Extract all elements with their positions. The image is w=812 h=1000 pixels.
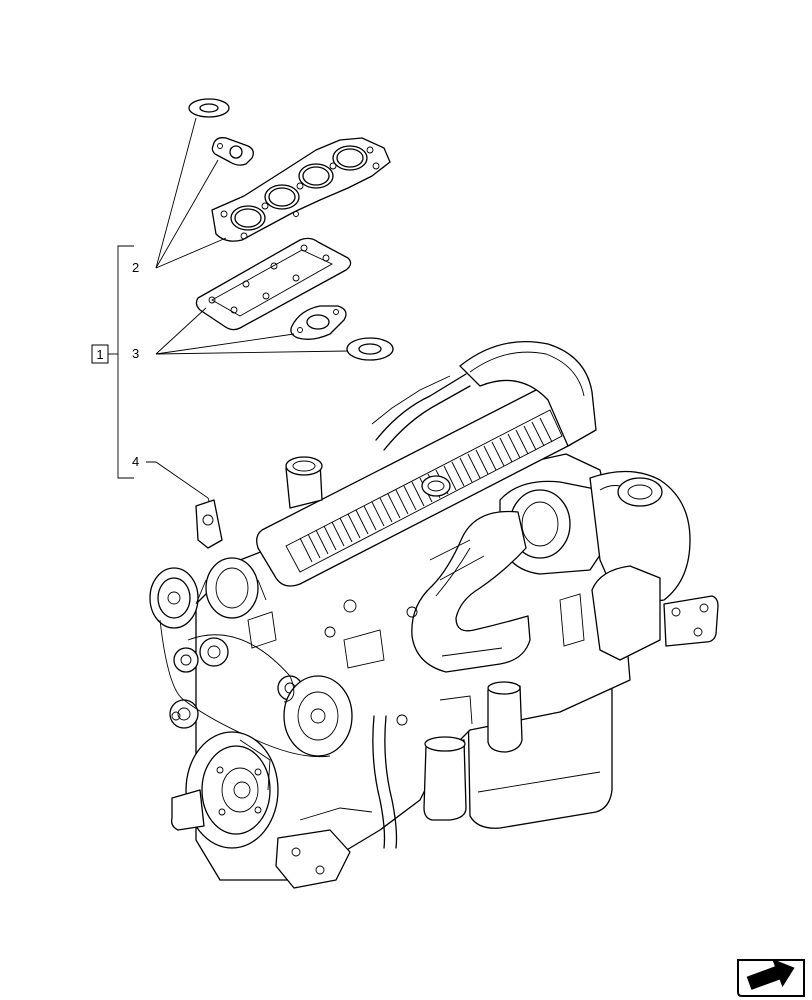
water-pump (283, 675, 353, 757)
callout-bracket (108, 245, 134, 479)
gasket-manifold-strip (195, 237, 352, 331)
gasket-cylinder-head (211, 137, 391, 242)
oil-filter (423, 681, 523, 821)
gasket-washer-top (188, 98, 230, 118)
leader-lines-3 (155, 307, 349, 355)
front-mount (170, 789, 205, 831)
callout-2: 2 (132, 260, 139, 275)
drive-belt (159, 619, 331, 758)
leader-lines-2 (155, 117, 227, 269)
oil-filler-cap (285, 456, 323, 509)
gasket-flange (290, 305, 347, 340)
turbocharger (499, 470, 691, 661)
exhaust-flange (663, 595, 719, 647)
svg-text:1: 1 (96, 347, 103, 362)
gasket-washer-bottom (346, 337, 394, 361)
coolant-pipe (372, 715, 386, 849)
fan-pulley (149, 567, 199, 629)
callout-4: 4 (132, 454, 139, 469)
flywheel-housing (459, 341, 597, 447)
intake-pipe (411, 510, 531, 673)
callout-3: 3 (132, 346, 139, 361)
gasket-small-plate (211, 137, 254, 166)
callout-1: 1 (91, 344, 109, 364)
lifting-bracket (195, 499, 223, 549)
tensioner (169, 699, 199, 729)
alternator (195, 557, 267, 619)
next-page-arrow-icon[interactable] (737, 953, 805, 998)
leader-line-4 (146, 461, 213, 511)
crankshaft-damper (185, 731, 279, 849)
engine-assembly (149, 341, 719, 889)
